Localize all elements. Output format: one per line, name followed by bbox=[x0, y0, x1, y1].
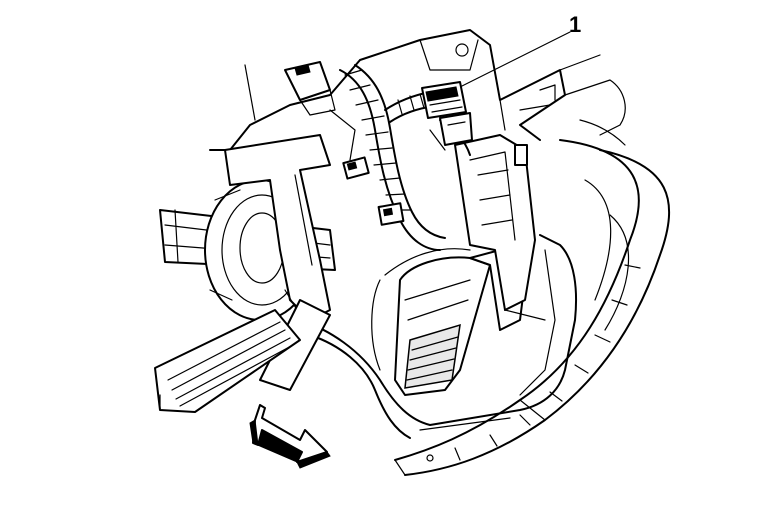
callout-leader-line bbox=[461, 31, 571, 87]
electrical-connector-icon bbox=[421, 81, 473, 146]
lower-frame bbox=[299, 234, 578, 439]
callout-label-1: 1 bbox=[569, 12, 582, 37]
dash-panel bbox=[209, 29, 626, 151]
removal-direction-arrow-icon bbox=[249, 404, 331, 469]
pedal-sensor-module bbox=[454, 134, 546, 321]
floor-bracket bbox=[394, 139, 671, 476]
small-connectors bbox=[284, 61, 405, 226]
brake-pedal bbox=[154, 299, 331, 413]
